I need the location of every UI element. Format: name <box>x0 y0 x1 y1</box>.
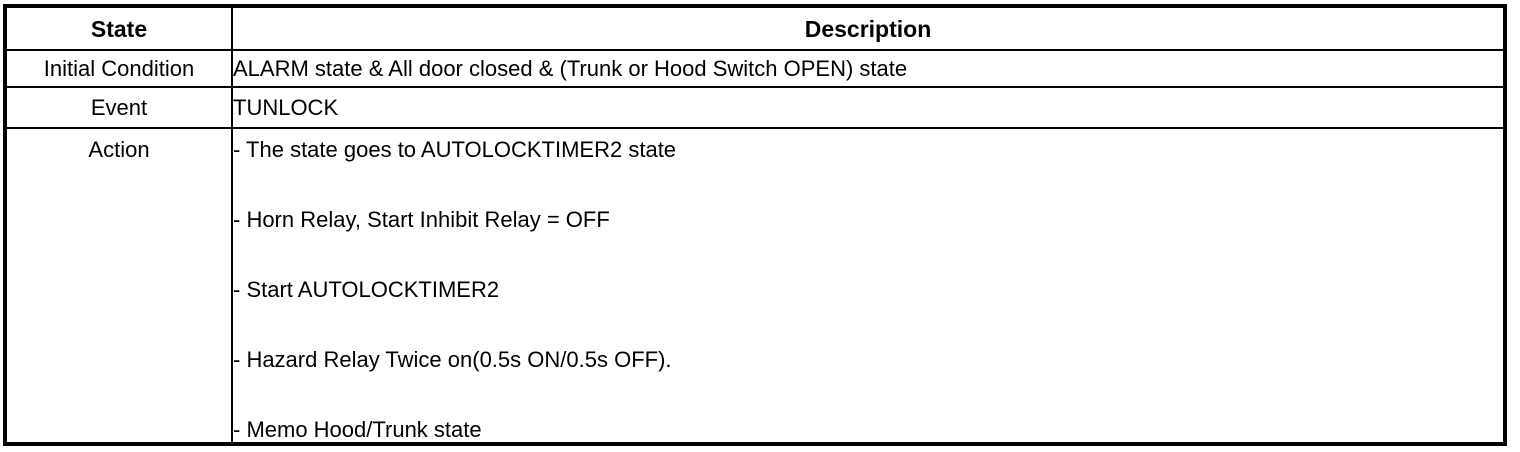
table-header-row: State Description <box>4 5 1506 51</box>
action-item: - Start AUTOLOCKTIMER2 <box>233 277 500 302</box>
row-description-initial-condition: ALARM state & All door closed & (Trunk o… <box>231 49 1506 88</box>
row-label-event: Event <box>4 86 233 129</box>
action-item: - Horn Relay, Start Inhibit Relay = OFF <box>233 207 610 232</box>
table-row-event: Event TUNLOCK <box>4 86 1506 129</box>
table-row-initial-condition: Initial Condition ALARM state & All door… <box>4 49 1506 88</box>
action-item: - Memo Hood/Trunk state <box>233 417 482 442</box>
header-description: Description <box>231 5 1506 51</box>
row-description-event: TUNLOCK <box>231 86 1506 129</box>
row-description-action: - The state goes to AUTOLOCKTIMER2 state… <box>231 127 1506 445</box>
table-row-action: Action - The state goes to AUTOLOCKTIMER… <box>4 127 1506 445</box>
row-label-action: Action <box>4 127 233 445</box>
header-state: State <box>4 5 233 51</box>
row-label-initial-condition: Initial Condition <box>4 49 233 88</box>
action-item: - Hazard Relay Twice on(0.5s ON/0.5s OFF… <box>233 347 672 372</box>
state-description-table: State Description Initial Condition ALAR… <box>3 4 1507 446</box>
action-item: - The state goes to AUTOLOCKTIMER2 state <box>233 137 677 162</box>
